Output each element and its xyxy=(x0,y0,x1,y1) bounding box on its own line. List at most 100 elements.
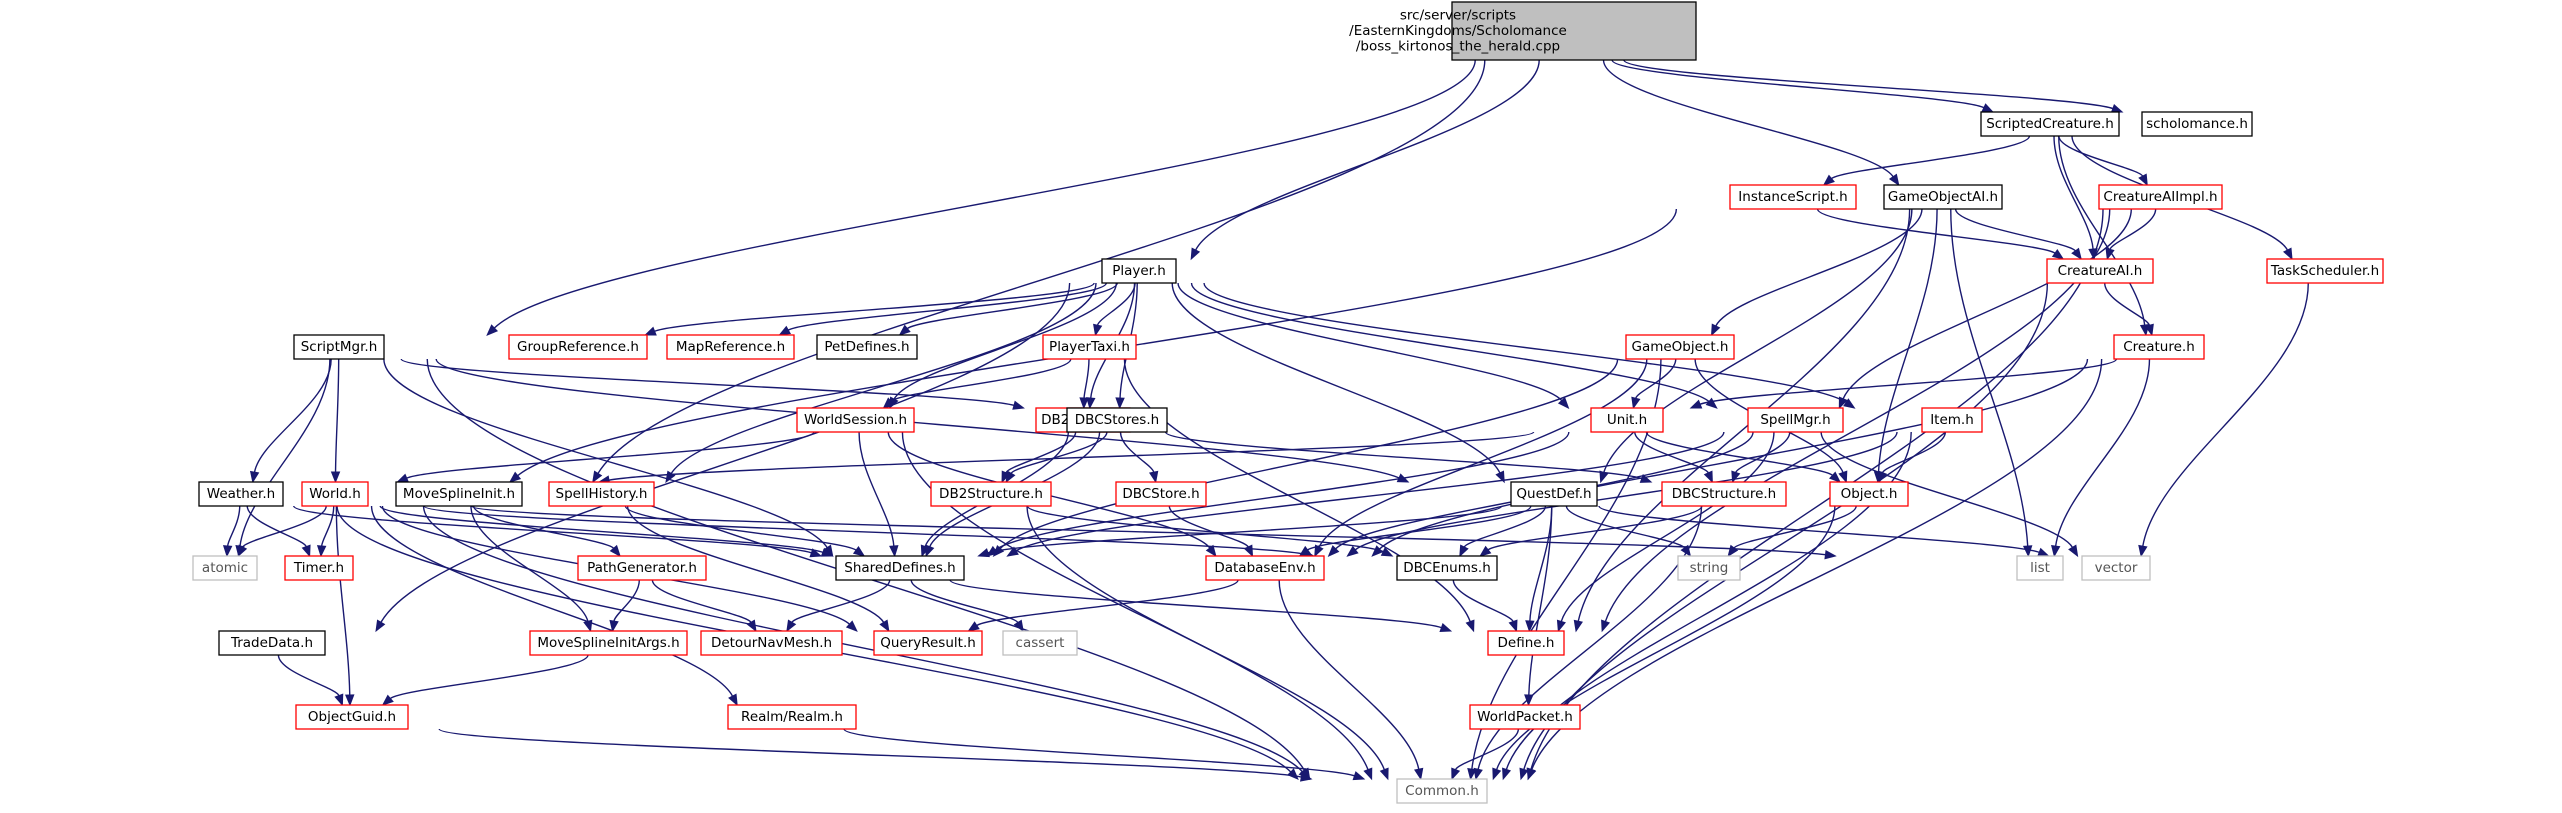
edge-world-to-objectguid xyxy=(335,505,351,696)
edge-player-to-tradedata xyxy=(380,282,1071,623)
arrowhead-questdef-to-shareddefines xyxy=(977,548,990,558)
arrowhead-world-to-objectguid xyxy=(345,694,355,707)
arrowhead-dbcstructure-to-dbcenums xyxy=(1479,545,1492,557)
node-databaseenv[interactable]: DatabaseEnv.h xyxy=(1205,555,1325,581)
edge-playertaxi-to-worldsession xyxy=(890,358,1072,402)
edge-player-to-playertaxi xyxy=(1096,282,1136,326)
arrowhead-gameobjectai-to-list xyxy=(2022,545,2033,558)
arrowhead-object-to-common xyxy=(1492,767,1502,781)
node-object[interactable]: Object.h xyxy=(1829,481,1909,507)
node-label-root-1: /EasternKingdoms/Scholomance xyxy=(1349,23,1567,39)
node-worldpacket[interactable]: WorldPacket.h xyxy=(1469,704,1581,730)
node-label-scholomance: scholomance.h xyxy=(2146,116,2248,132)
node-label-item: Item.h xyxy=(1930,412,1974,428)
node-spellmgr[interactable]: SpellMgr.h xyxy=(1747,407,1844,433)
node-label-dbcstore: DBCStore.h xyxy=(1122,486,1199,502)
node-taskscheduler[interactable]: TaskScheduler.h xyxy=(2266,258,2384,284)
arrowhead-dbcstores-to-dbcstructure xyxy=(1639,473,1653,483)
edge-unit-to-object xyxy=(1645,431,1834,476)
node-objectguid[interactable]: ObjectGuid.h xyxy=(295,704,409,730)
node-unit[interactable]: Unit.h xyxy=(1590,407,1664,433)
node-gameobjectai[interactable]: GameObjectAI.h xyxy=(1883,184,2003,210)
arrowhead-pathgenerator-to-detournavmesh xyxy=(746,619,757,633)
edge-spellmgr-to-dbcstructure xyxy=(1735,431,1791,473)
node-mapreference[interactable]: MapReference.h xyxy=(666,334,795,360)
arrowhead-movesplineinit-to-movesplineinitargs xyxy=(583,619,593,633)
node-movesplineinit[interactable]: MoveSplineInit.h xyxy=(395,481,523,507)
node-detournavmesh[interactable]: DetourNavMesh.h xyxy=(700,630,843,656)
node-dbcstructure[interactable]: DBCStructure.h xyxy=(1661,481,1787,507)
node-common: Common.h xyxy=(1396,778,1488,804)
node-label-define: Define.h xyxy=(1498,635,1555,651)
node-tradedata[interactable]: TradeData.h xyxy=(218,630,326,656)
node-timer[interactable]: Timer.h xyxy=(284,555,354,581)
node-box-taskscheduler xyxy=(2266,258,2384,284)
arrowhead-world-to-timer xyxy=(316,545,327,558)
arrowhead-player-to-questdef xyxy=(1495,470,1505,484)
node-label-pathgenerator: PathGenerator.h xyxy=(587,560,697,576)
node-petdefines[interactable]: PetDefines.h xyxy=(816,334,918,360)
node-dbcstore[interactable]: DBCStore.h xyxy=(1115,481,1207,507)
node-label-creature: Creature.h xyxy=(2123,339,2195,355)
edge-gameobjectai-to-gameobject xyxy=(1715,208,1923,327)
arrowhead-dbcstores-to-db2structure xyxy=(1005,470,1016,484)
node-gameobject[interactable]: GameObject.h xyxy=(1625,334,1735,360)
node-label-mapreference: MapReference.h xyxy=(676,339,785,355)
node-scholomance[interactable]: scholomance.h xyxy=(2141,111,2253,137)
arrowhead-root-to-movesplineinit xyxy=(592,470,603,484)
node-dbcenums[interactable]: DBCEnums.h xyxy=(1396,555,1498,581)
edge-gameobjectai-to-list xyxy=(1950,208,2029,547)
node-creature[interactable]: Creature.h xyxy=(2113,334,2205,360)
node-weather[interactable]: Weather.h xyxy=(198,481,284,507)
node-box-unit xyxy=(1590,407,1664,433)
arrowhead-scriptmgr-to-weather xyxy=(249,470,260,484)
node-player[interactable]: Player.h xyxy=(1101,258,1177,284)
node-db2structure[interactable]: DB2Structure.h xyxy=(930,481,1052,507)
arrowhead-root-to-scriptedcreature xyxy=(1981,103,1995,113)
node-box-shareddefines xyxy=(835,555,965,581)
edge-creature-to-list xyxy=(2054,358,2151,547)
node-instancescript[interactable]: InstanceScript.h xyxy=(1729,184,1857,210)
node-worldsession[interactable]: WorldSession.h xyxy=(796,407,915,433)
node-shareddefines[interactable]: SharedDefines.h xyxy=(835,555,965,581)
node-spellhistory[interactable]: SpellHistory.h xyxy=(548,481,655,507)
edge-databaseenv-to-common xyxy=(1278,579,1420,770)
node-pathgenerator[interactable]: PathGenerator.h xyxy=(577,555,707,581)
node-box-mapreference xyxy=(666,334,795,360)
arrowhead-world-to-realm xyxy=(728,693,738,707)
node-label-playertaxi: PlayerTaxi.h xyxy=(1049,339,1130,355)
node-queryresult[interactable]: QueryResult.h xyxy=(873,630,983,656)
edge-creatureai-to-creature xyxy=(2104,282,2151,326)
node-label-player: Player.h xyxy=(1112,263,1166,279)
arrowhead-shareddefines-to-detournavmesh xyxy=(786,619,797,633)
edges-layer xyxy=(222,59,2309,782)
arrowhead-pathgenerator-to-movesplineinitargs xyxy=(609,619,619,633)
node-creatureai[interactable]: CreatureAI.h xyxy=(2046,258,2154,284)
node-movesplineinitargs[interactable]: MoveSplineInitArgs.h xyxy=(529,630,688,656)
node-item[interactable]: Item.h xyxy=(1921,407,1983,433)
arrowhead-spellmgr-to-define xyxy=(1556,619,1566,633)
node-questdef[interactable]: QuestDef.h xyxy=(1510,481,1598,507)
node-scriptedcreature[interactable]: ScriptedCreature.h xyxy=(1980,111,2120,137)
arrowhead-spellmgr-to-shareddefines xyxy=(1006,546,1019,557)
node-groupreference[interactable]: GroupReference.h xyxy=(508,334,648,360)
node-label-atomic: atomic xyxy=(202,560,248,576)
edge-instancescript-to-creatureai xyxy=(1816,208,2056,254)
node-scriptmgr[interactable]: ScriptMgr.h xyxy=(293,334,385,360)
edge-scriptedcreature-to-creatureai xyxy=(2053,135,2094,250)
node-define[interactable]: Define.h xyxy=(1487,630,1565,656)
node-dbcstores[interactable]: DBCStores.h xyxy=(1066,407,1168,433)
node-realm[interactable]: Realm/Realm.h xyxy=(727,704,857,730)
node-label-scriptmgr: ScriptMgr.h xyxy=(301,339,378,355)
arrowhead-questdef-to-dbcenums xyxy=(1459,544,1469,558)
arrowhead-realm-to-common xyxy=(1352,771,1366,781)
arrowhead-worldsession-to-shareddefines xyxy=(889,545,899,558)
node-creatureaiimpl[interactable]: CreatureAIImpl.h xyxy=(2098,184,2223,210)
node-playertaxi[interactable]: PlayerTaxi.h xyxy=(1042,334,1137,360)
arrowhead-scriptedcreature-to-taskscheduler xyxy=(2283,247,2293,261)
node-box-common xyxy=(1396,778,1488,804)
node-label-common: Common.h xyxy=(1405,783,1479,799)
node-world[interactable]: World.h xyxy=(301,481,369,507)
edge-shareddefines-to-detournavmesh xyxy=(791,579,891,623)
